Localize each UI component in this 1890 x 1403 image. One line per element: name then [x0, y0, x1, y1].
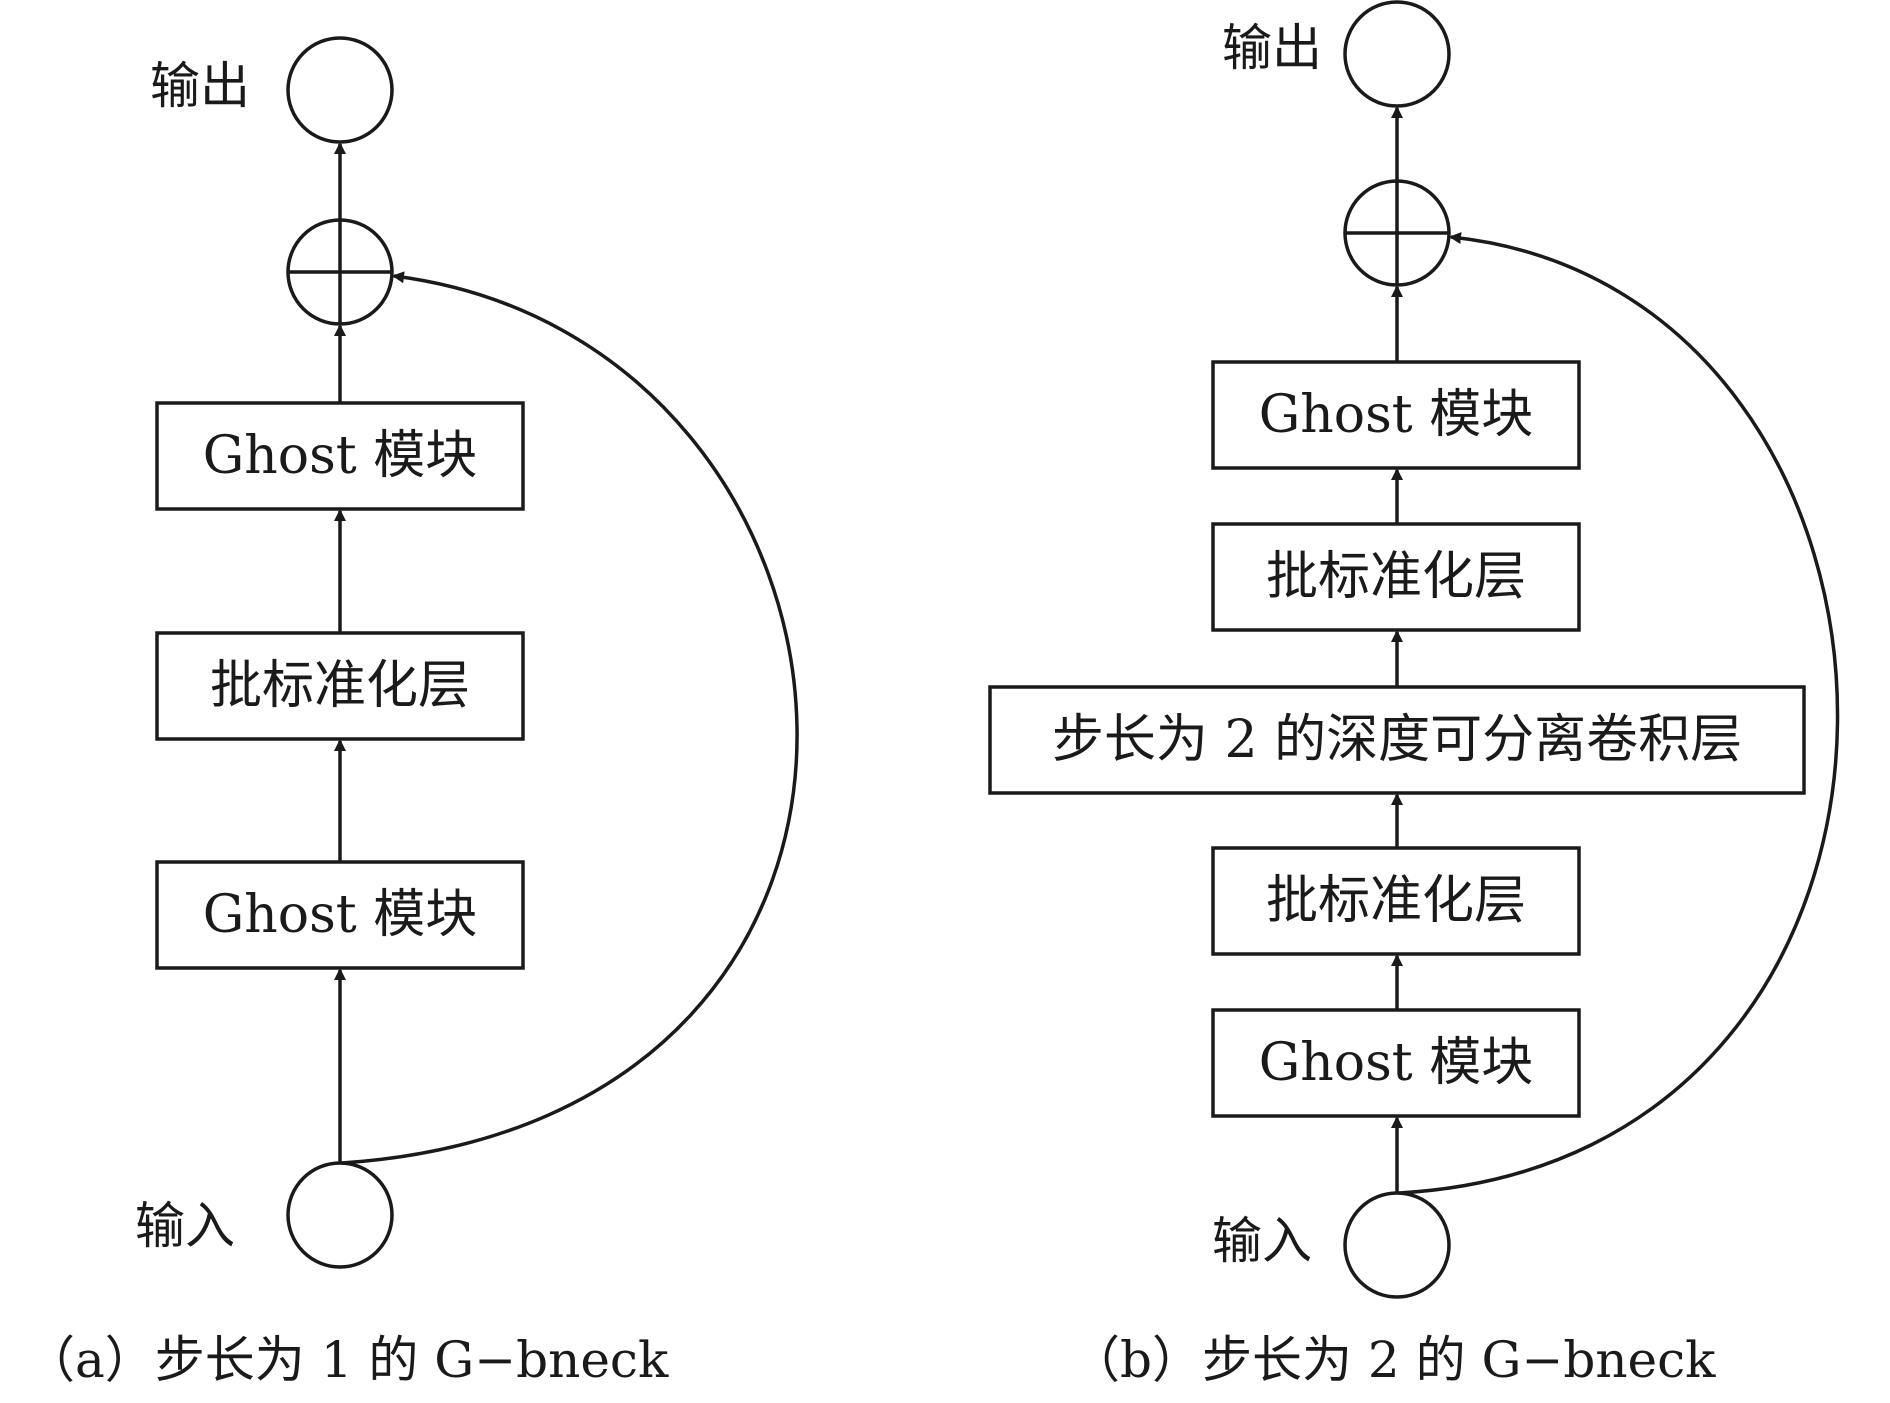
input-node-a: [286, 1161, 394, 1269]
block-b-3: 步长为 2 的深度可分离卷积层: [988, 685, 1806, 795]
block-b-2: 批标准化层: [1211, 522, 1581, 632]
block-b-4-label: 批标准化层: [1266, 871, 1526, 931]
output-node-b: [1343, 0, 1451, 108]
block-b-1: Ghost 模块: [1211, 360, 1581, 470]
block-a-1-label: Ghost 模块: [203, 426, 477, 486]
block-b-1-label: Ghost 模块: [1259, 385, 1533, 445]
block-a-1: Ghost 模块: [155, 401, 525, 511]
caption-b: （b）步长为 2 的 G−bneck: [1070, 1331, 1716, 1389]
sum-node-b: [1343, 179, 1451, 287]
block-a-3-label: Ghost 模块: [203, 885, 477, 945]
block-b-5: Ghost 模块: [1211, 1008, 1581, 1118]
output-label-b: 输出: [1222, 19, 1322, 77]
input-label-a: 输入: [135, 1197, 235, 1255]
caption-a: （a）步长为 1 的 G−bneck: [25, 1331, 669, 1389]
block-a-2-label: 批标准化层: [210, 656, 470, 716]
block-a-3: Ghost 模块: [155, 860, 525, 970]
block-b-4: 批标准化层: [1211, 846, 1581, 956]
output-node-a: [286, 36, 394, 144]
block-a-2: 批标准化层: [155, 631, 525, 741]
input-label-b: 输入: [1212, 1212, 1312, 1270]
sum-node-a: [286, 218, 394, 326]
diagram-a: 输出 Ghost 模块 批标准化层 Ghost 模块 输入: [25, 36, 799, 1389]
diagram-b: 输出 Ghost 模块 批标准化层 步长为 2 的深度可分离卷积层 批标准化层 …: [988, 0, 1840, 1389]
input-node-b: [1343, 1191, 1451, 1299]
block-b-5-label: Ghost 模块: [1259, 1033, 1533, 1093]
block-b-2-label: 批标准化层: [1266, 547, 1526, 607]
output-label-a: 输出: [150, 57, 250, 115]
block-b-3-label: 步长为 2 的深度可分离卷积层: [1052, 710, 1742, 770]
skip-connection-b: [1398, 232, 1840, 1195]
skip-connection-a: [341, 271, 799, 1165]
